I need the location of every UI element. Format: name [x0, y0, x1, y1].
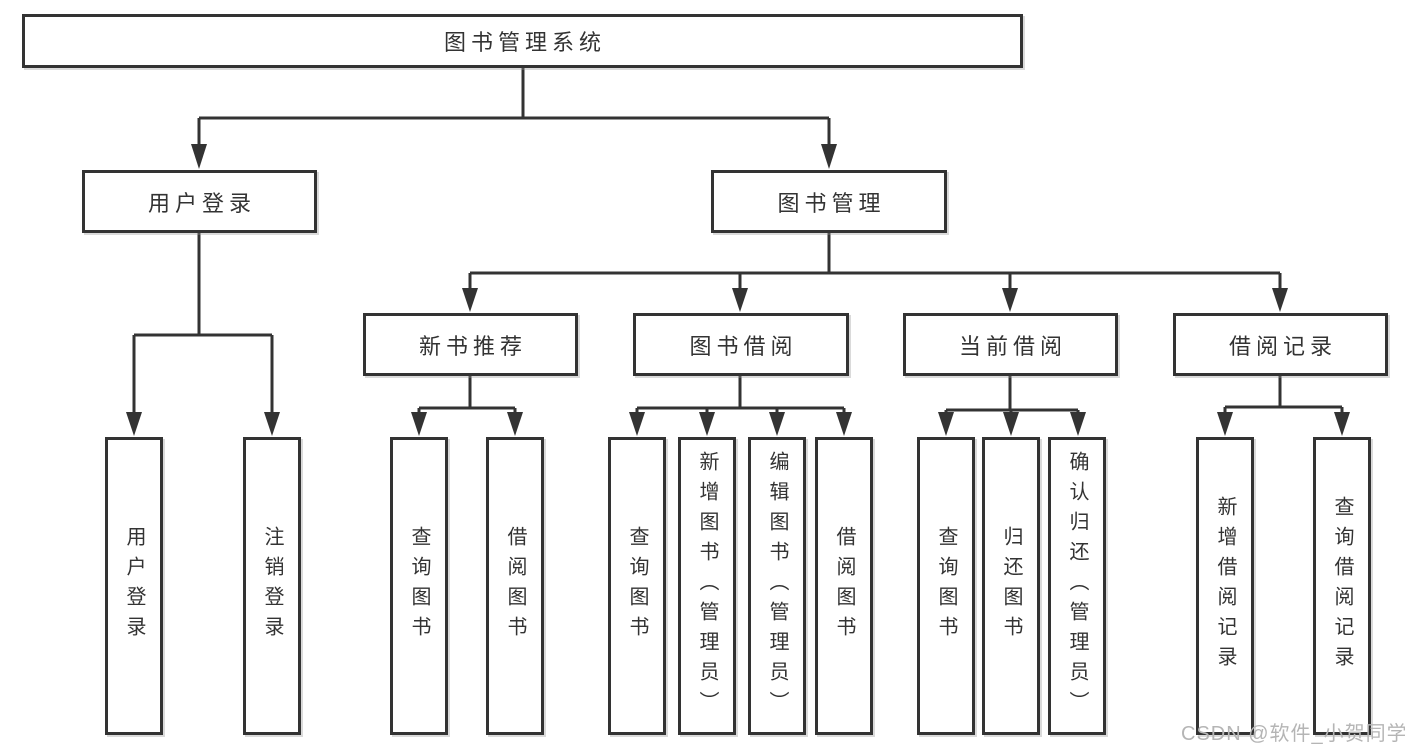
- leaf-borrow-books: 借阅图书: [815, 437, 873, 735]
- node-user-login: 用户登录: [82, 170, 317, 233]
- node-label: 用户登录: [123, 526, 145, 646]
- node-label: 查询借阅记录: [1331, 496, 1353, 676]
- connector-userlogin-to-leaves: [132, 233, 274, 414]
- node-label: 图书管理: [777, 190, 886, 216]
- leaf-confirm-return-admin: 确认归还（管理员）: [1048, 437, 1106, 735]
- arrowheads: [126, 144, 1350, 436]
- leaf-edit-books-admin: 编辑图书（管理员）: [748, 437, 806, 735]
- node-label: 编辑图书（管理员）: [766, 451, 788, 721]
- leaf-query-books-borrow: 查询图书: [608, 437, 666, 735]
- leaf-query-books-recommend: 查询图书: [390, 437, 448, 735]
- node-label: 新增借阅记录: [1214, 496, 1236, 676]
- node-label: 当前借阅: [958, 333, 1067, 359]
- connector-records-to-leaves: [1223, 376, 1344, 414]
- leaf-query-books-current: 查询图书: [917, 437, 975, 735]
- node-label: 查询图书: [626, 526, 648, 646]
- leaf-return-books: 归还图书: [982, 437, 1040, 735]
- node-label: 查询图书: [408, 526, 430, 646]
- node-label: 注销登录: [261, 526, 283, 646]
- leaf-query-borrow-record: 查询借阅记录: [1313, 437, 1371, 735]
- node-label: 借阅记录: [1228, 333, 1337, 359]
- connector-current-to-leaves: [944, 376, 1080, 414]
- node-label: 图书管理系统: [443, 30, 606, 55]
- node-label: 新书推荐: [418, 333, 527, 359]
- connector-root-to-level2: [197, 68, 831, 145]
- leaf-borrow-books-recommend: 借阅图书: [486, 437, 544, 735]
- connector-newbook-to-leaves: [417, 376, 517, 414]
- node-current-borrowing: 当前借阅: [903, 313, 1118, 376]
- node-label: 归还图书: [1000, 526, 1022, 646]
- node-label: 借阅图书: [504, 526, 526, 646]
- node-label: 用户登录: [147, 190, 256, 216]
- leaf-logout: 注销登录: [243, 437, 301, 735]
- connector-borrow-to-leaves: [635, 376, 846, 414]
- node-borrow-records: 借阅记录: [1173, 313, 1388, 376]
- node-book-management: 图书管理: [711, 170, 947, 233]
- csdn-watermark: CSDN @软件_小贺同学: [1181, 723, 1405, 745]
- node-root-system: 图书管理系统: [22, 14, 1023, 68]
- connector-bookmgmt-to-level3: [468, 233, 1282, 289]
- leaf-user-login: 用户登录: [105, 437, 163, 735]
- leaf-add-books-admin: 新增图书（管理员）: [678, 437, 736, 735]
- node-new-book-recommend: 新书推荐: [363, 313, 578, 376]
- node-label: 确认归还（管理员）: [1066, 451, 1088, 721]
- leaf-add-borrow-record: 新增借阅记录: [1196, 437, 1254, 735]
- node-book-borrowing: 图书借阅: [633, 313, 849, 376]
- node-label: 图书借阅: [689, 333, 798, 359]
- node-label: 查询图书: [935, 526, 957, 646]
- node-label: 借阅图书: [833, 526, 855, 646]
- node-label: 新增图书（管理员）: [696, 451, 718, 721]
